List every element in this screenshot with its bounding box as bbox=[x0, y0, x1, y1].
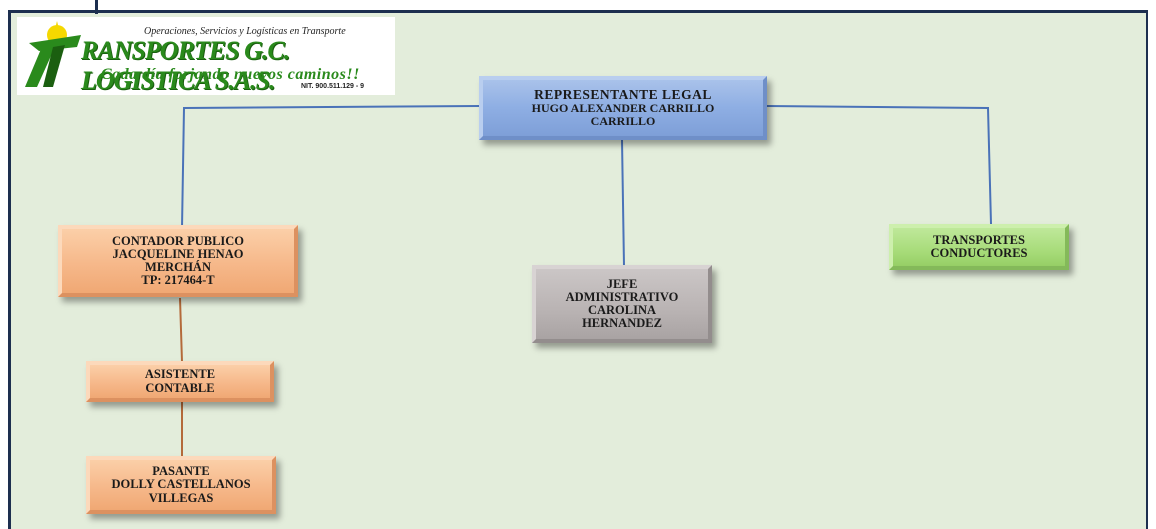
connector-rep-transportes bbox=[765, 105, 992, 225]
logo-nit: NIT. 900.511.129 - 9 bbox=[301, 83, 365, 90]
node-transportes-conductores: TRANSPORTES CONDUCTORES bbox=[889, 224, 1069, 270]
connector-rep-jefe bbox=[621, 139, 625, 267]
logo-slogan: Cada día forjando nuevos caminos!! bbox=[101, 66, 360, 83]
node-contador-publico: CONTADOR PUBLICO JACQUELINE HENAO MERCHÁ… bbox=[58, 225, 298, 297]
company-logo: Operaciones, Servicios y Logísticas en T… bbox=[17, 17, 395, 95]
node-pasante-title: PASANTE bbox=[152, 464, 210, 479]
node-jefe-name: CAROLINA bbox=[587, 303, 657, 317]
node-contador-name: JACQUELINE HENAO bbox=[112, 246, 244, 261]
node-contador-title: CONTADOR PUBLICO bbox=[111, 233, 245, 248]
logo-company-name: RANSPORTES G.C. LOGISTICA S.A.S. bbox=[81, 36, 290, 95]
node-asistente-line-1: ASISTENTE bbox=[144, 367, 216, 382]
node-rep-name-2: CARRILLO bbox=[590, 114, 656, 129]
node-representante-legal: REPRESENTANTE LEGAL HUGO ALEXANDER CARRI… bbox=[479, 76, 767, 140]
node-contador-name-2: MERCHÁN bbox=[145, 260, 211, 274]
logo-mark-icon bbox=[25, 21, 81, 87]
node-asistente-line-2: CONTABLE bbox=[145, 380, 215, 395]
node-jefe-title: JEFE bbox=[606, 276, 638, 291]
node-rep-name: HUGO ALEXANDER CARRILLO bbox=[531, 101, 715, 116]
frame-tick bbox=[95, 0, 98, 14]
node-jefe-administrativo: JEFE ADMINISTRATIVO CAROLINA HERNANDEZ bbox=[532, 265, 712, 343]
node-jefe-title-2: ADMINISTRATIVO bbox=[565, 289, 679, 304]
node-contador-tp: TP: 217464-T bbox=[141, 273, 215, 288]
node-jefe-name-2: HERNANDEZ bbox=[582, 316, 662, 331]
node-pasante: PASANTE DOLLY CASTELLANOS VILLEGAS bbox=[86, 456, 276, 514]
connector-contador-asistente bbox=[179, 297, 183, 363]
accounting-connectors bbox=[179, 297, 183, 458]
node-pasante-name: DOLLY CASTELLANOS bbox=[111, 477, 251, 492]
connector-rep-contador bbox=[181, 105, 481, 229]
main-connectors bbox=[181, 105, 992, 267]
node-pasante-name-2: VILLEGAS bbox=[148, 490, 214, 505]
node-transportes-line-1: TRANSPORTES bbox=[933, 232, 1025, 247]
node-asistente-contable: ASISTENTE CONTABLE bbox=[86, 361, 274, 402]
logo-tagline: Operaciones, Servicios y Logísticas en T… bbox=[144, 26, 346, 37]
node-rep-title: REPRESENTANTE LEGAL bbox=[534, 87, 712, 103]
node-transportes-line-2: CONDUCTORES bbox=[930, 246, 1028, 260]
